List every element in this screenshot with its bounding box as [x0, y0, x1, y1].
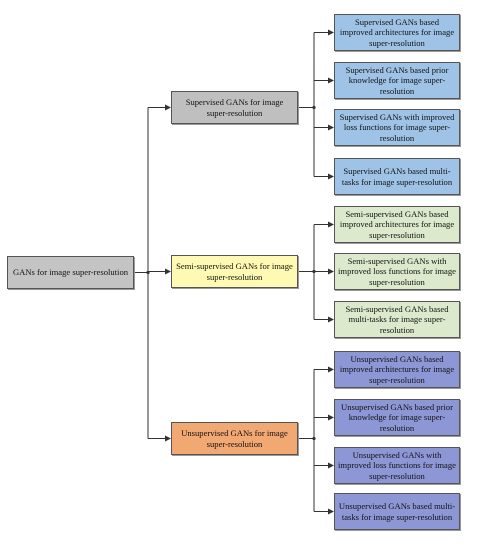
leaf-supervised-prior-knowledge: Supervised GANs based prior knowledge fo…	[334, 62, 460, 99]
leaf-semi-supervised-architectures: Semi-supervised GANs based improved arch…	[334, 206, 460, 243]
leaf-unsupervised-loss-functions: Unsupervised GANs with improved loss fun…	[334, 447, 460, 484]
category-semi-supervised: Semi-supervised GANs for image super-res…	[171, 255, 298, 288]
leaf-supervised-loss-functions: Supervised GANs with improved loss funct…	[334, 109, 460, 146]
category-unsupervised: Unsupervised GANs for image super-resolu…	[171, 422, 298, 455]
leaf-unsupervised-prior-knowledge: Unsupervised GANs based prior knowledge …	[334, 399, 460, 436]
leaf-unsupervised-multi-tasks: Unsupervised GANs based multi-tasks for …	[334, 493, 460, 530]
root-node: GANs for image super-resolution	[7, 256, 134, 289]
leaf-supervised-architectures: Supervised GANs based improved architect…	[334, 14, 460, 51]
category-supervised: Supervised GANs for image super-resoluti…	[171, 91, 298, 124]
leaf-unsupervised-architectures: Unsupervised GANs based improved archite…	[334, 351, 460, 388]
leaf-semi-supervised-loss-functions: Semi-supervised GANs with improved loss …	[334, 253, 460, 290]
leaf-semi-supervised-multi-tasks: Semi-supervised GANs based multi-tasks f…	[334, 301, 460, 338]
leaf-supervised-multi-tasks: Supervised GANs based multi-tasks for im…	[334, 158, 460, 195]
